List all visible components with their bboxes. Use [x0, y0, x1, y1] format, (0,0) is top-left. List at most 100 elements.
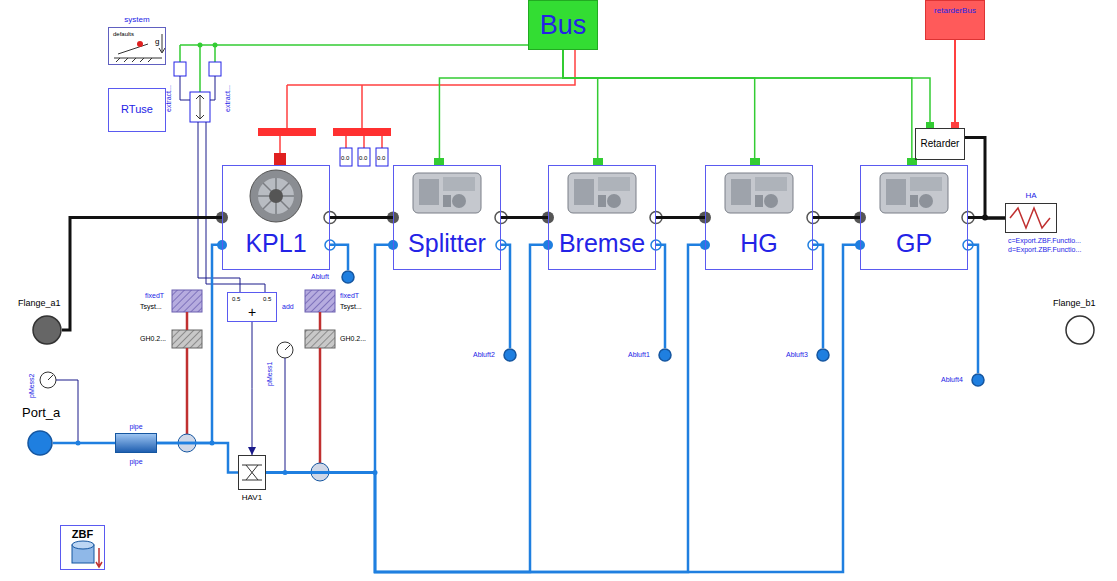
fixed-temperature	[305, 290, 335, 312]
flange-port: Flange_b1	[1065, 315, 1095, 345]
port-circle	[817, 349, 829, 361]
node-label: Abluft	[311, 273, 329, 280]
parameter-label: d=Export.ZBF.Functio...	[1008, 246, 1081, 253]
hydraulic-connector	[53, 442, 115, 445]
heat-exchanger-symbol	[1010, 208, 1050, 228]
database-icon	[72, 541, 102, 567]
clutch-hub	[269, 189, 283, 203]
gearbox-picture	[725, 173, 793, 213]
extract-block	[209, 62, 221, 76]
node-label: Port_a	[22, 406, 60, 420]
node-label: pipe	[129, 423, 142, 430]
port-circle	[972, 374, 984, 386]
node-label: defaults	[113, 31, 134, 37]
retarder-block: Retarder	[915, 128, 965, 160]
parameter-label: fixedT	[340, 292, 359, 299]
arrow-symbol	[96, 548, 102, 567]
node-label: retarderBus	[934, 7, 976, 15]
node-label: Abluft3	[786, 351, 808, 358]
sensor-needle	[285, 345, 290, 350]
valve-symbol	[242, 465, 262, 480]
hydraulic-connector	[968, 245, 978, 373]
parameter-label: pMess2	[28, 373, 35, 398]
expression-block	[376, 148, 388, 166]
port-circle	[341, 270, 355, 284]
port-circle	[342, 271, 354, 283]
bus-ports	[274, 122, 959, 165]
sensor-needle	[48, 375, 53, 380]
hydraulic-connector	[266, 245, 548, 572]
parameter-label: 0.0	[377, 155, 385, 161]
gearbox-block: Bremse	[548, 165, 656, 270]
node-label: KPL1	[245, 230, 306, 256]
heat-wire	[319, 312, 322, 463]
port-circle	[32, 315, 62, 345]
fixed-temperature	[172, 290, 202, 312]
port-circle	[503, 348, 517, 362]
gearbox-block: GP	[860, 165, 968, 270]
clutch-spokes	[258, 178, 294, 214]
parameter-label: c=Export.ZBF.Functio...	[1008, 237, 1081, 244]
junction-dot	[213, 43, 218, 48]
parameter-block: RTuse	[108, 88, 166, 132]
expression-block	[340, 148, 352, 166]
flange-port: Flange_a1	[32, 315, 62, 345]
exhaust-port: Abluft1	[658, 348, 672, 362]
node-label: 0.5	[263, 296, 271, 302]
gearbox-picture	[568, 173, 636, 213]
parameter-label: GH0.2...	[340, 335, 366, 342]
valve-block: HAV1	[238, 455, 266, 490]
clutch-picture	[250, 170, 302, 222]
thermal-block	[172, 290, 335, 481]
parameter-label: extract...	[224, 85, 231, 112]
sensor-dial	[277, 342, 293, 358]
junction-dot	[198, 43, 203, 48]
node-label: HG	[740, 230, 778, 256]
shaft-connector	[330, 216, 393, 219]
shaft-connector	[965, 138, 1005, 218]
port-circle	[1065, 315, 1095, 345]
node-label: ZBF	[72, 529, 93, 541]
bus-port	[274, 153, 286, 165]
hydraulic-connector	[266, 245, 705, 572]
signal-wire	[198, 122, 265, 292]
bus-block: retarderBus	[925, 0, 985, 40]
clutch-block: KPL1	[222, 165, 330, 270]
node-label: pipe	[129, 458, 142, 465]
hydraulic-connector	[330, 245, 348, 270]
thermal-conductor	[172, 330, 202, 348]
bus-connector	[563, 50, 930, 128]
node-label: Retarder	[921, 139, 960, 150]
hydraulic-connector	[157, 443, 238, 473]
extract-block	[174, 62, 186, 76]
hydraulic-connector	[266, 245, 393, 473]
heat-wire	[186, 312, 189, 434]
node-label: HAV1	[242, 494, 262, 502]
shaft-connector	[656, 216, 705, 219]
port-circle	[504, 349, 516, 361]
heat-exchanger: HA	[1005, 203, 1057, 233]
parameter-label: 0.0	[359, 155, 367, 161]
hydraulic-connector	[813, 245, 823, 348]
node-label: +	[248, 305, 256, 320]
slope-line	[118, 44, 148, 54]
thermal-conductor	[305, 330, 335, 348]
gravity-arrow	[159, 34, 165, 53]
node-label: Abluft1	[628, 351, 650, 358]
port-circle	[971, 373, 985, 387]
gearbox-picture	[413, 173, 481, 213]
exhaust-port: Abluft2	[503, 348, 517, 362]
parameter-label: GH0.2...	[140, 335, 166, 342]
gearbox-block: HG	[705, 165, 813, 270]
parameter-label: fixedT	[145, 292, 164, 299]
bus-connector	[563, 50, 755, 165]
port-circle	[658, 348, 672, 362]
node-label: Abluft4	[941, 376, 963, 383]
node-label: system	[124, 16, 149, 24]
exhaust-port: Abluft	[341, 270, 355, 284]
expression-block	[358, 148, 370, 166]
bus-connector	[954, 40, 956, 128]
gearbox-picture	[880, 173, 948, 213]
exhaust-port: Abluft4	[971, 373, 985, 387]
bus-connector	[439, 50, 563, 165]
